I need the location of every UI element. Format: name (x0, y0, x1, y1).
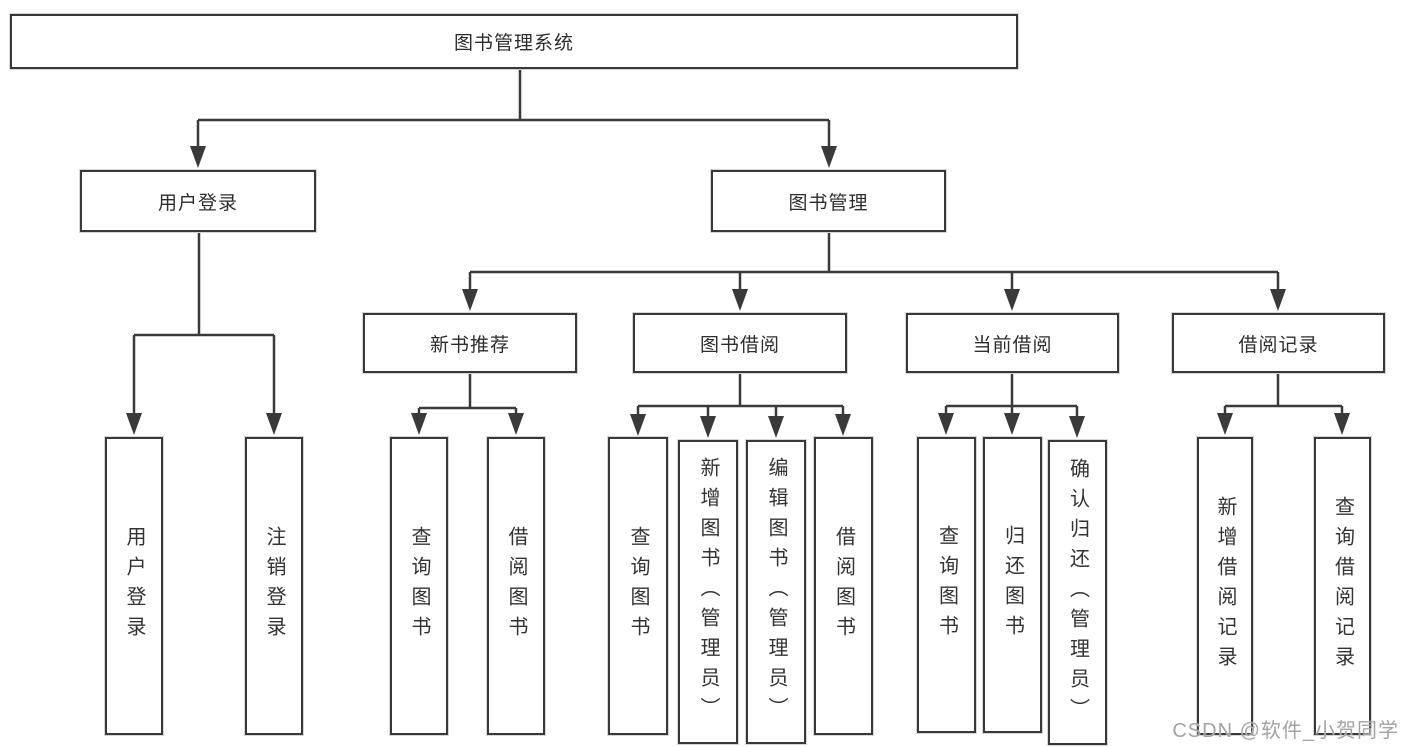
node-label: 注销登录 (263, 526, 285, 646)
node-bb-query-books: 查询图书 (608, 437, 668, 735)
node-label: 新书推荐 (429, 334, 510, 356)
node-book-borrowing: 图书借阅 (633, 313, 847, 373)
node-borrowing-records: 借阅记录 (1172, 313, 1385, 373)
node-label: 借阅图书 (832, 526, 855, 646)
node-label: 借阅记录 (1238, 334, 1319, 356)
node-label: 图书借阅 (699, 334, 780, 356)
node-label: 确认归还（管理员） (1066, 457, 1089, 728)
node-label: 图书管理 (788, 192, 869, 214)
node-label: 用户登录 (123, 526, 145, 646)
node-new-book-recommend: 新书推荐 (363, 313, 577, 373)
node-label: 当前借阅 (972, 334, 1053, 356)
node-user-login-leaf: 用户登录 (105, 437, 163, 735)
node-book-management-module: 图书管理 (711, 170, 946, 232)
node-current-borrowing: 当前借阅 (906, 313, 1119, 373)
node-label: 查询图书 (935, 525, 958, 645)
node-cb-confirm-return-admin: 确认归还（管理员） (1048, 440, 1107, 745)
node-br-query-borrow-record: 查询借阅记录 (1314, 437, 1371, 735)
node-library-management-system: 图书管理系统 (10, 14, 1018, 69)
node-label: 查询图书 (627, 526, 649, 646)
node-label: 查询图书 (408, 526, 430, 646)
node-label: 查询借阅记录 (1331, 496, 1354, 676)
node-br-add-borrow-record: 新增借阅记录 (1197, 437, 1253, 735)
node-bb-borrow-books: 借阅图书 (814, 437, 873, 735)
node-label: 编辑图书（管理员） (765, 457, 787, 727)
node-label: 新增借阅记录 (1214, 496, 1236, 676)
node-cb-return-books: 归还图书 (983, 437, 1042, 733)
node-bb-add-book-admin: 新增图书（管理员） (678, 440, 738, 744)
node-cb-query-books: 查询图书 (917, 437, 976, 733)
node-label: 图书管理系统 (453, 33, 574, 54)
node-label: 用户登录 (157, 192, 238, 214)
node-label: 新增图书（管理员） (697, 457, 719, 727)
node-nb-borrow-books: 借阅图书 (487, 437, 545, 735)
csdn-watermark: CSDN @软件_小贺同学 (1172, 720, 1399, 742)
node-bb-edit-book-admin: 编辑图书（管理员） (746, 440, 806, 744)
node-user-login-module: 用户登录 (80, 170, 316, 232)
node-label: 借阅图书 (505, 526, 527, 646)
node-nb-query-books: 查询图书 (390, 437, 448, 735)
node-logout: 注销登录 (245, 437, 303, 735)
arrowheads (126, 146, 1350, 438)
node-label: 归还图书 (1001, 525, 1024, 645)
